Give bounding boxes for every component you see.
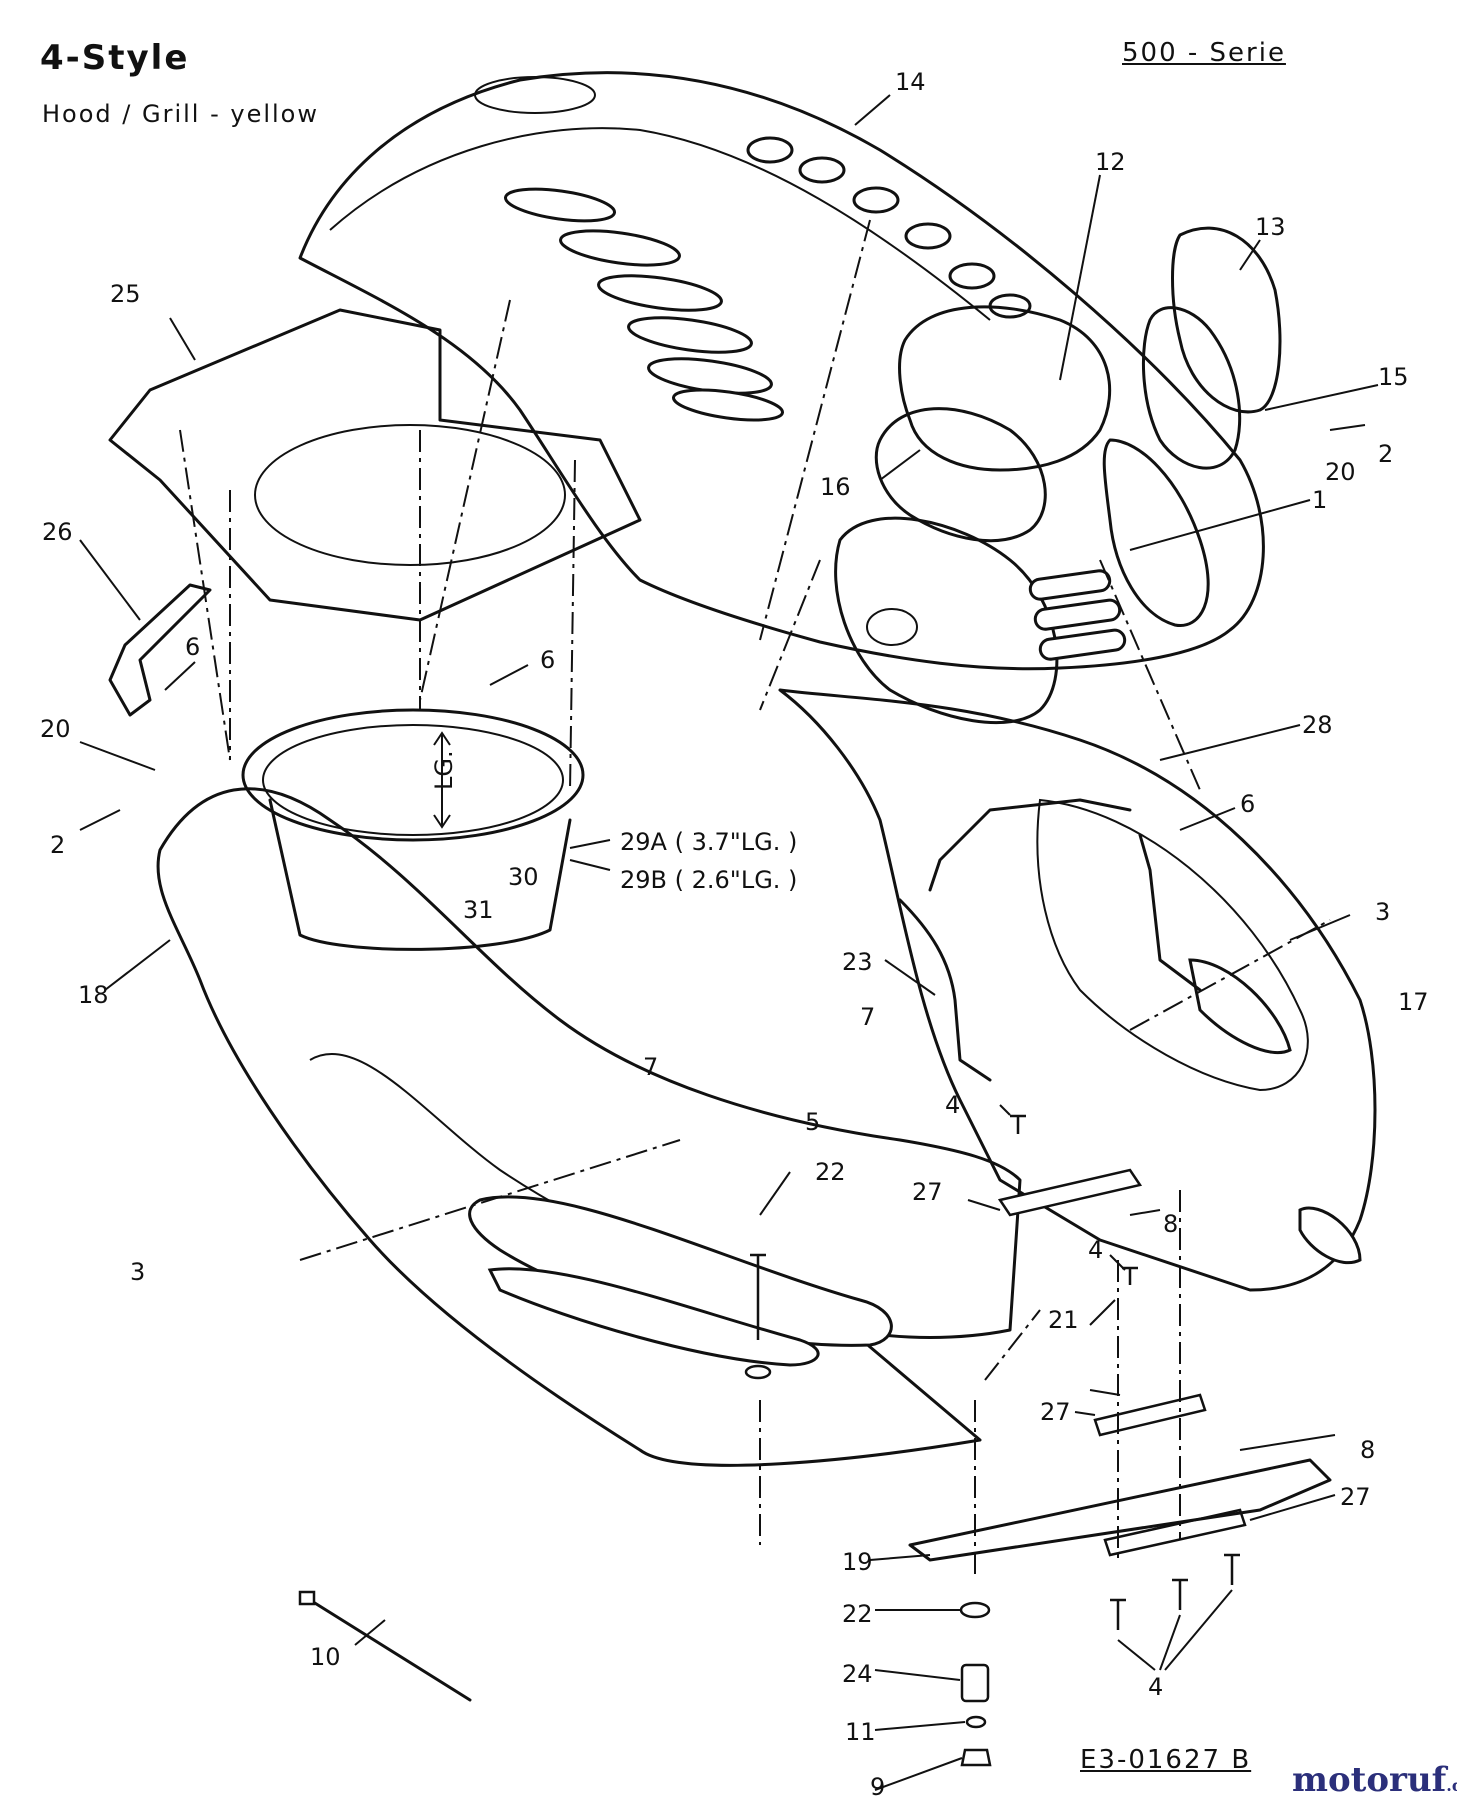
callout-4b: 4 <box>1088 1236 1103 1264</box>
part-10-cable-tie <box>298 1590 472 1702</box>
part-19-bottom-plate <box>908 1458 1332 1562</box>
callout-20b: 20 <box>40 715 71 743</box>
callout-27a: 27 <box>912 1178 943 1206</box>
part-27-plates <box>997 1168 1247 1557</box>
callout-29a: 29A ( 3.7"LG. ) <box>620 828 797 856</box>
callout-17: 17 <box>1398 988 1429 1016</box>
callout-labels: 14 12 13 15 2 20 16 1 25 26 6 6 20 2 28 … <box>40 68 1429 1800</box>
callout-19: 19 <box>842 1548 873 1576</box>
callout-7a: 7 <box>860 1003 875 1031</box>
part-29-headlight-bowl <box>241 708 585 951</box>
part-15-lens-housing <box>1141 306 1242 470</box>
callout-20a: 20 <box>1325 458 1356 486</box>
callout-25: 25 <box>110 280 141 308</box>
hardware-stack <box>744 1253 992 1767</box>
callout-21: 21 <box>1048 1306 1079 1334</box>
callout-3a: 3 <box>1375 898 1390 926</box>
callout-23: 23 <box>842 948 873 976</box>
part-23-brace <box>898 898 992 1082</box>
callout-2a: 2 <box>1378 440 1393 468</box>
callout-2b: 2 <box>50 831 65 859</box>
assembly-lines <box>179 219 1331 1580</box>
callout-18: 18 <box>78 981 109 1009</box>
callout-29b: 29B ( 2.6"LG. ) <box>620 866 797 894</box>
diagram-title: 4-Style <box>40 38 190 78</box>
part-12-headlight-lens <box>898 305 1112 472</box>
callout-27c: 27 <box>1340 1483 1371 1511</box>
callout-6c: 6 <box>1240 790 1255 818</box>
callout-1: 1 <box>1312 486 1327 514</box>
callout-27b: 27 <box>1040 1398 1071 1426</box>
callout-5: 5 <box>805 1108 820 1136</box>
part-13-lens <box>1171 226 1282 414</box>
part-18-side-panel <box>156 787 1022 1467</box>
callout-26: 26 <box>42 518 73 546</box>
callout-24: 24 <box>842 1660 873 1688</box>
hood-vent-slots <box>504 136 1032 422</box>
screws-4 <box>1010 1114 1240 1630</box>
callout-4c: 4 <box>1148 1673 1163 1701</box>
callout-28: 28 <box>1302 711 1333 739</box>
part-14-hood <box>298 71 1265 671</box>
callout-31: 31 <box>463 896 494 924</box>
part-25-heat-shield <box>108 308 642 622</box>
callout-7b: 7 <box>643 1053 658 1081</box>
drawing-number: E3-01627 B <box>1080 1745 1252 1775</box>
lg-dimension-arrow <box>433 731 451 829</box>
part-16-grille-insert <box>874 407 1047 543</box>
part-1-headlight-housing <box>834 438 1210 725</box>
series-label: 500 - Serie <box>1122 38 1286 68</box>
callout-11: 11 <box>845 1718 876 1746</box>
callout-9: 9 <box>870 1773 885 1800</box>
callout-14: 14 <box>895 68 926 96</box>
callout-6a: 6 <box>185 633 200 661</box>
callout-13: 13 <box>1255 213 1286 241</box>
part-28-hood-rod <box>928 798 1202 992</box>
lg-dimension-label: LG. <box>430 750 458 790</box>
callout-30: 30 <box>508 863 539 891</box>
watermark-logo: motoruf.de <box>1292 1760 1457 1800</box>
callout-12: 12 <box>1095 148 1126 176</box>
callout-6b: 6 <box>540 646 555 674</box>
callout-15: 15 <box>1378 363 1409 391</box>
diagram-subtitle: Hood / Grill - yellow <box>42 100 319 128</box>
callout-3b: 3 <box>130 1258 145 1286</box>
center-grille-slots <box>1028 569 1127 661</box>
callout-8a: 8 <box>1163 1210 1178 1238</box>
leader-lines <box>79 94 1379 1791</box>
callout-8b: 8 <box>1360 1436 1375 1464</box>
callout-10: 10 <box>310 1643 341 1671</box>
callout-22a: 22 <box>815 1158 846 1186</box>
callout-22b: 22 <box>842 1600 873 1628</box>
callout-4a: 4 <box>945 1091 960 1119</box>
part-26-bracket <box>108 583 212 717</box>
callout-16: 16 <box>820 473 851 501</box>
